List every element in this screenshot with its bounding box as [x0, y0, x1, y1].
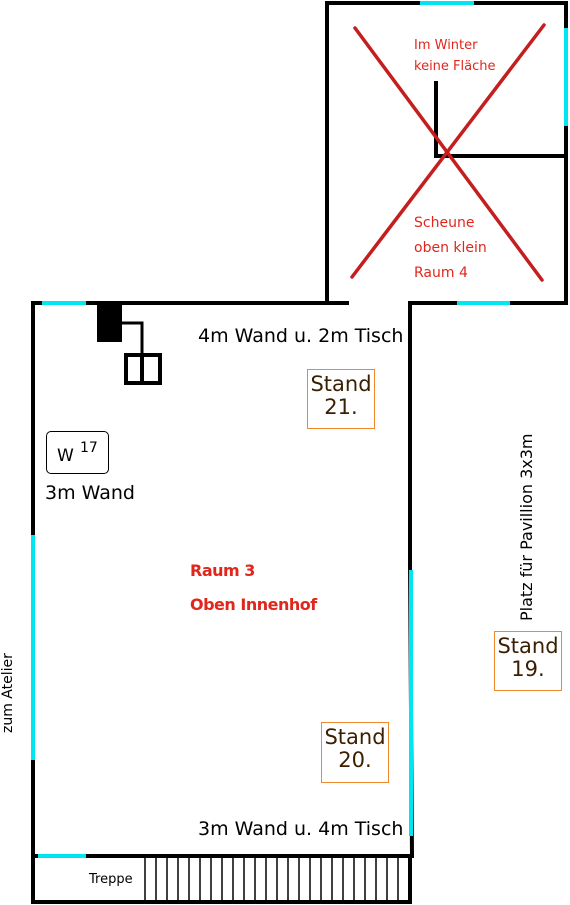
bottom-wall-label: 3m Wand u. 4m Tisch	[198, 818, 404, 840]
barn-note-line2: keine Fläche	[414, 59, 496, 74]
stand-20-label: Stand	[324, 725, 386, 749]
barn-cross-out	[350, 23, 546, 282]
stairs-label: Treppe	[89, 872, 133, 887]
wall-tag-prefix: W	[57, 446, 74, 466]
pavilion-label: Platz für Pavillion 3x3m	[517, 433, 536, 621]
barn-name-line2: oben klein	[414, 240, 487, 256]
stand-21[interactable]: Stand 21.	[307, 369, 375, 429]
stand-20-number: 20.	[338, 748, 372, 772]
barn-windows	[420, 1, 568, 305]
stand-19-label: Stand	[497, 634, 559, 658]
room3-title-line2: Oben Innenhof	[190, 595, 317, 614]
room3-windows	[31, 301, 413, 858]
stand-21-number: 21.	[324, 395, 358, 419]
atelier-label: zum Atelier	[0, 653, 16, 733]
barn-name-line1: Scheune	[414, 215, 475, 231]
stand-21-label: Stand	[310, 372, 372, 396]
wall-tag-box: W 17	[46, 431, 109, 474]
sink-symbol	[97, 305, 162, 385]
stairs	[144, 858, 399, 900]
stand-19[interactable]: Stand 19.	[494, 631, 562, 691]
barn-name-line3: Raum 4	[414, 265, 468, 281]
left-wall-label: 3m Wand	[45, 482, 135, 504]
top-wall-label: 4m Wand u. 2m Tisch	[198, 325, 404, 347]
wall-tag-number: 17	[80, 440, 98, 456]
room3-title-line1: Raum 3	[190, 561, 255, 580]
stand-19-number: 19.	[511, 657, 545, 681]
stand-20[interactable]: Stand 20.	[321, 722, 389, 783]
barn-note-line1: Im Winter	[414, 38, 478, 53]
